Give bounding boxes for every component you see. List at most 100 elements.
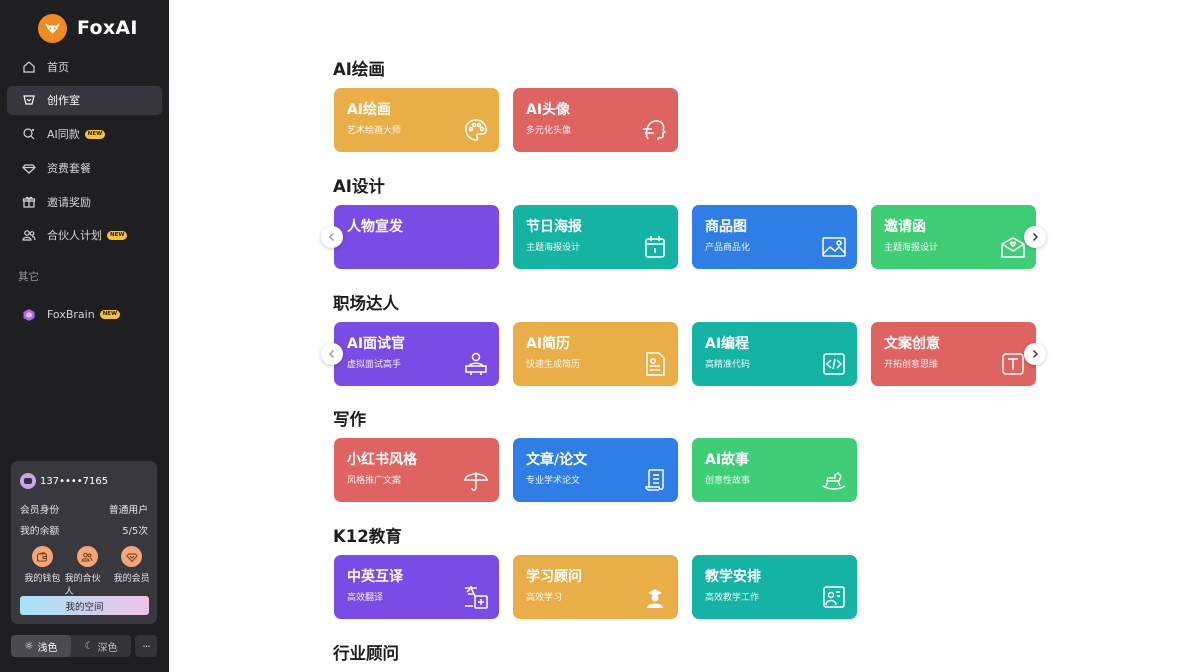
card-row: 人物宣发 节日海报 主题海报设计 商品图 产品商品化 邀请函 主题海报设计 [321, 205, 1054, 269]
scroll-right-button[interactable] [1024, 343, 1046, 365]
scroll-left-button[interactable] [321, 226, 343, 248]
section-title: 职场达人 [333, 294, 399, 313]
card-title: 教学安排 [705, 569, 761, 585]
balance-label: 我的余额 [20, 526, 60, 537]
more-button[interactable]: ··· [135, 635, 157, 657]
nav-item-home[interactable]: 首页 [7, 52, 162, 81]
my-space-button[interactable]: 我的空间 [20, 596, 149, 615]
card-translation[interactable]: 中英互译 高效翻译 [334, 555, 499, 619]
invitation-icon [1001, 237, 1025, 258]
section-title: K12教育 [333, 527, 402, 546]
section-writing: 写作 小红书风格 风格推广文案 文章/论文 专业学术论文 AI故事 创意性故事 [333, 406, 1053, 502]
card-character-promo[interactable]: 人物宣发 [334, 205, 499, 269]
card-holiday-poster[interactable]: 节日海报 主题海报设计 [513, 205, 678, 269]
card-subtitle: 多元化头像 [526, 126, 572, 136]
user-info[interactable]: 137••••7165 [20, 473, 108, 489]
card-title: AI编程 [705, 336, 750, 352]
nav-item-ai-same[interactable]: AI同款 NEW [7, 120, 162, 149]
nav-label: 资费套餐 [47, 161, 91, 175]
scroll-right-button[interactable] [1024, 226, 1046, 248]
nav-label: 合伙人计划 [47, 229, 102, 243]
avatar [20, 473, 36, 489]
gift-icon [21, 194, 37, 210]
card-ai-avatar[interactable]: AI头像 多元化头像 [513, 88, 678, 152]
card-subtitle: 主题海报设计 [884, 243, 939, 253]
card-ai-interviewer[interactable]: AI面试官 虚拟面试高手 [334, 322, 499, 386]
nav-item-pricing[interactable]: 资费套餐 [7, 153, 162, 182]
card-subtitle: 主题海报设计 [526, 243, 581, 253]
moon-icon: ☾ [84, 640, 94, 652]
card-ai-resume[interactable]: AI简历 快速生成简历 [513, 322, 678, 386]
nav-label: 创作室 [47, 94, 80, 108]
main-nav: 首页 创作室 AI同款 NEW 资费套餐 邀请奖励 合伙人计划 NEW [7, 52, 162, 255]
scroll-icon [645, 469, 664, 491]
partner-icon [21, 227, 37, 243]
light-theme-button[interactable]: ☼ 浅色 [11, 635, 71, 657]
membership-row: 会员身份 普通用户 [20, 502, 148, 516]
nav-item-partner[interactable]: 合伙人计划 NEW [7, 221, 162, 250]
my-partners-button[interactable]: 我的合伙人 [65, 546, 110, 597]
card-ai-painting[interactable]: AI绘画 艺术绘画大师 [334, 88, 499, 152]
card-product-image[interactable]: 商品图 产品商品化 [692, 205, 857, 269]
palette-icon [465, 119, 487, 141]
card-row: AI面试官 虚拟面试高手 AI简历 快速生成简历 AI编程 高精准代码 文案创意… [321, 322, 1054, 386]
teacher-icon [823, 586, 845, 608]
member-icon [121, 546, 143, 567]
card-subtitle: 快速生成简历 [526, 360, 581, 370]
light-theme-label: 浅色 [37, 642, 58, 654]
card-ai-coding[interactable]: AI编程 高精准代码 [692, 322, 857, 386]
face-icon [643, 120, 667, 140]
chevron-right-icon [1033, 350, 1038, 358]
my-membership-button[interactable]: 我的会员 [109, 546, 154, 597]
card-copy-creative[interactable]: 文案创意 开拓创意思维 [871, 322, 1036, 386]
student-icon [647, 589, 663, 608]
section-workplace: 职场达人 AI面试官 虚拟面试高手 AI简历 快速生成简历 AI编程 高精准代码… [321, 290, 1053, 386]
card-subtitle: 高效学习 [526, 593, 563, 603]
new-badge: NEW [84, 129, 106, 139]
card-xiaohongshu-style[interactable]: 小红书风格 风格推广文案 [334, 438, 499, 502]
card-invitation[interactable]: 邀请函 主题海报设计 [871, 205, 1036, 269]
card-subtitle: 虚拟面试高手 [347, 360, 402, 370]
card-title: 邀请函 [884, 219, 926, 235]
card-title: 小红书风格 [347, 452, 417, 468]
logo[interactable]: FoxAI [38, 13, 138, 43]
nav-label: FoxBrain [47, 308, 95, 321]
rocking-horse-icon [822, 472, 846, 490]
card-article-paper[interactable]: 文章/论文 专业学术论文 [513, 438, 678, 502]
card-subtitle: 创意性故事 [705, 476, 751, 486]
studio-icon [21, 92, 37, 108]
card-title: AI头像 [526, 102, 571, 118]
section-label-other: 其它 [18, 271, 39, 283]
membership-value: 普通用户 [108, 505, 148, 516]
code-icon [823, 353, 845, 375]
nav-label: 邀请奖励 [47, 195, 91, 209]
card-study-advisor[interactable]: 学习顾问 高效学习 [513, 555, 678, 619]
card-subtitle: 艺术绘画大师 [347, 126, 402, 136]
card-teaching-plan[interactable]: 教学安排 高效教学工作 [692, 555, 857, 619]
card-title: 中英互译 [347, 569, 403, 585]
nav-item-studio[interactable]: 创作室 [7, 85, 162, 115]
my-wallet-button[interactable]: 我的钱包 [20, 546, 65, 597]
card-title: 文章/论文 [526, 452, 588, 468]
dark-theme-button[interactable]: ☾ 深色 [71, 635, 131, 657]
balance-value: 5/5次 [122, 526, 148, 537]
section-title: 写作 [333, 410, 366, 429]
card-subtitle: 风格推广文案 [347, 476, 402, 486]
card-title: 节日海报 [526, 219, 582, 235]
nav-item-foxbrain[interactable]: FoxBrain NEW [7, 300, 162, 329]
user-phone: 137••••7165 [40, 475, 109, 487]
section-title: AI绘画 [333, 60, 385, 79]
user-card: 137••••7165 会员身份 普通用户 我的余额 5/5次 我的钱包 我的合… [11, 461, 157, 624]
nav-item-invite[interactable]: 邀请奖励 [7, 187, 162, 216]
app-name: FoxAI [77, 17, 138, 39]
section-title: 行业顾问 [333, 644, 399, 663]
translate-icon [465, 586, 488, 609]
card-ai-story[interactable]: AI故事 创意性故事 [692, 438, 857, 502]
scroll-left-button[interactable] [321, 343, 343, 365]
brain-icon [21, 307, 37, 323]
image-icon [822, 237, 846, 257]
card-row: 中英互译 高效翻译 学习顾问 高效学习 教学安排 高效教学工作 [334, 555, 1054, 619]
theme-switch: ☼ 浅色 ☾ 深色 [11, 635, 131, 657]
home-icon [21, 59, 37, 75]
membership-label: 会员身份 [20, 505, 60, 516]
